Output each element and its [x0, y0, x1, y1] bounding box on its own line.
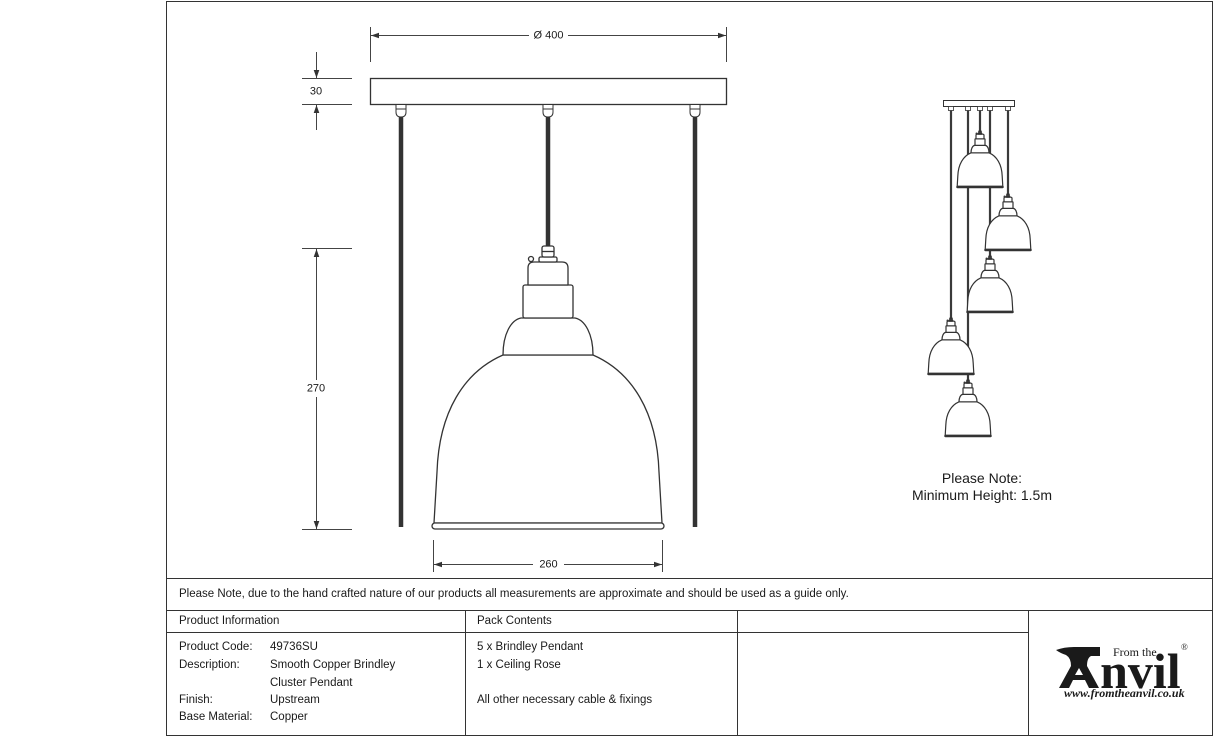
cord-grip [542, 104, 554, 118]
cord-grip-collar [538, 256, 558, 263]
shade-gallery [502, 317, 594, 356]
drawing-area-divider [166, 578, 1213, 579]
main-cables [398, 114, 698, 527]
ceiling-rose [369, 77, 728, 106]
anvil-icon [1056, 647, 1100, 688]
logo-prefix: From the [1113, 645, 1157, 659]
rose-cord-grips [395, 104, 701, 118]
pendant-height-label: 270 [307, 383, 325, 395]
pack-contents-item: 5 x Brindley Pendant [477, 641, 584, 653]
pack-contents-note: All other necessary cable & fixings [477, 694, 653, 706]
cord-grip [977, 106, 983, 111]
finish-value: Upstream [270, 694, 320, 706]
shade-rim [431, 522, 665, 530]
logo-cell-divider [1028, 610, 1029, 735]
shade-diameter-dimension: 260 [433, 540, 663, 572]
pendant-height-dimension: 270 [302, 248, 352, 530]
description-value: Cluster Pendant [270, 677, 353, 689]
cluster-note-title: Please Note: [941, 470, 1023, 486]
cord-grip [395, 104, 407, 118]
pendant-shade [433, 354, 663, 524]
finish-label: Finish: [179, 694, 213, 706]
cord-grip [689, 104, 701, 118]
cluster-pendant [984, 193, 1032, 252]
product-code-value: 49736SU [270, 641, 318, 653]
switch-knob [527, 255, 535, 263]
logo-url: www.fromtheanvil.co.uk [1064, 686, 1185, 700]
lamp-holder [522, 284, 574, 319]
table-column-divider [737, 610, 738, 735]
cluster-cord-grips [948, 106, 1011, 111]
pack-contents-item: 1 x Ceiling Rose [477, 659, 561, 671]
disclaimer-divider [166, 610, 1213, 611]
main-pendant [431, 245, 665, 530]
cluster-pendant [956, 130, 1004, 189]
rose-height-label: 30 [310, 86, 322, 98]
description-value: Smooth Copper Brindley [270, 659, 396, 671]
product-code-label: Product Code: [179, 641, 253, 653]
product-info-heading: Product Information [179, 615, 280, 627]
drawing-sheet-frame [166, 1, 1213, 736]
cluster-pendant [944, 379, 992, 438]
cord-grip [948, 106, 954, 111]
cluster-note-text: Minimum Height: 1.5m [911, 487, 1053, 503]
disclaimer-text: Please Note, due to the hand crafted nat… [179, 588, 849, 600]
cluster-ceiling-rose [943, 100, 1015, 107]
pack-contents-heading: Pack Contents [477, 615, 552, 627]
description-label: Description: [179, 659, 240, 671]
cord-grip [1005, 106, 1011, 111]
cord-grip [987, 106, 993, 111]
holder-cap [527, 261, 569, 286]
table-column-divider [465, 610, 466, 735]
logo-registered-mark: ® [1181, 642, 1188, 652]
rose-diameter-label: Ø 400 [534, 30, 564, 42]
rose-height-dimension: 30 [302, 52, 352, 130]
cord-grip [965, 106, 971, 111]
base-material-label: Base Material: [179, 711, 253, 723]
rose-diameter-dimension: Ø 400 [370, 27, 727, 62]
shade-diameter-label: 260 [539, 559, 557, 571]
cluster-pendant [966, 255, 1014, 314]
table-header-divider [166, 632, 1028, 633]
base-material-value: Copper [270, 711, 308, 723]
cluster-illustration [927, 100, 1032, 438]
